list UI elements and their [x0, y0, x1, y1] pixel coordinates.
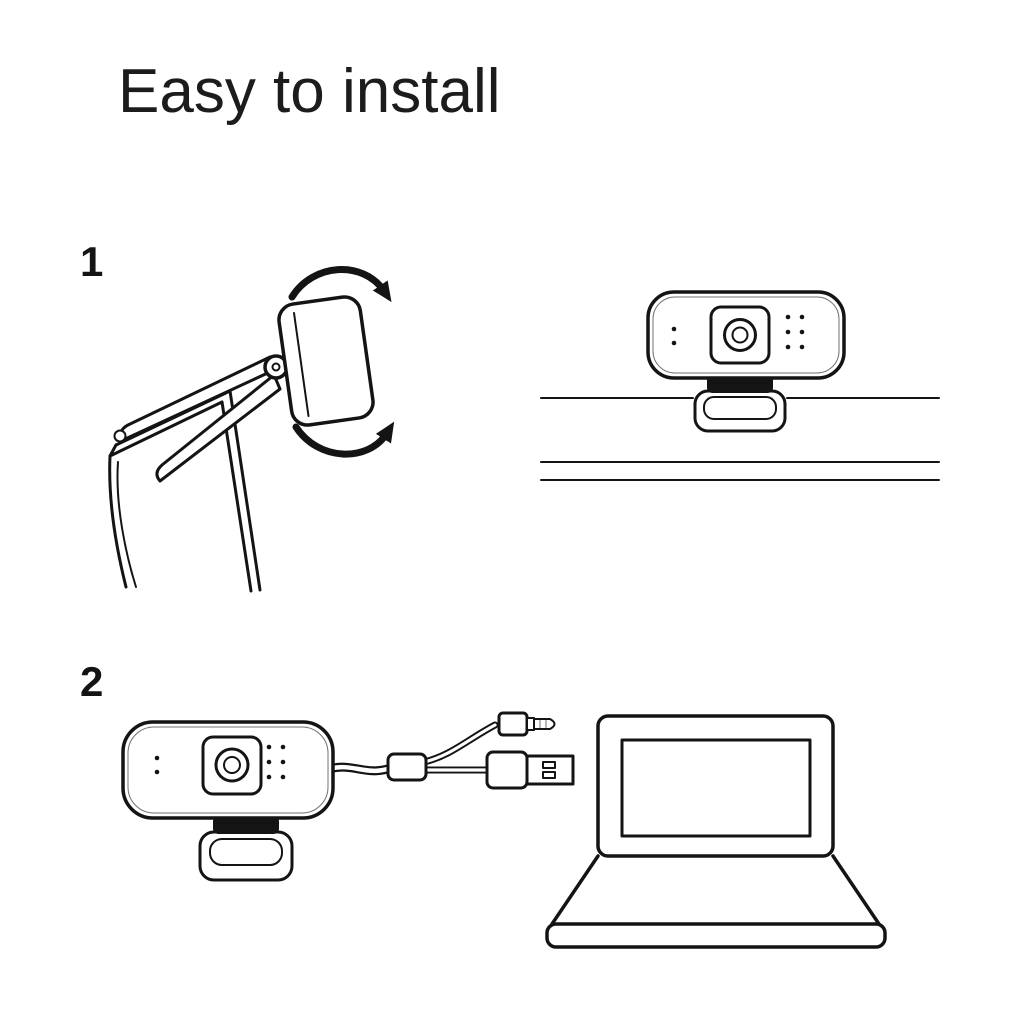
audio-branch-cable — [420, 721, 499, 766]
webcam-body-front — [646, 290, 846, 380]
webcam-front-with-clip — [121, 720, 335, 882]
mic-dots-left — [154, 755, 160, 775]
tilt-hinge — [263, 354, 289, 380]
monitor-edge-lines — [540, 397, 940, 481]
webcam-front-on-monitor-icon — [540, 290, 940, 481]
usb-plug-icon — [485, 750, 575, 790]
illustration-connect-to-laptop — [95, 698, 915, 973]
page-title: Easy to install — [118, 57, 501, 126]
mic-dots-left — [671, 326, 677, 346]
main-cable — [328, 762, 396, 776]
laptop-icon — [545, 714, 887, 949]
laptop-base — [545, 922, 887, 949]
connection-diagram-icon — [121, 711, 887, 949]
cable-splitter — [386, 752, 428, 782]
webcam-clip-arms — [113, 355, 282, 483]
camera-lens-icon — [709, 305, 771, 365]
webcam-clip-mount — [693, 375, 787, 433]
rotation-arrow-down-icon — [292, 421, 395, 458]
illustration-webcam-tilt — [70, 255, 430, 595]
webcam-side-tilt-icon — [108, 266, 395, 593]
mic-dots-right — [785, 314, 805, 350]
step-1-number: 1 — [80, 238, 104, 285]
audio-jack-plug-icon — [497, 711, 556, 737]
step-2-number: 2 — [80, 658, 104, 705]
illustration-webcam-on-monitor — [535, 278, 945, 493]
rotation-arrow-up-icon — [288, 266, 392, 303]
hinge-block — [213, 816, 279, 834]
mic-dots-right — [266, 744, 286, 780]
camera-lens-icon — [201, 735, 263, 796]
webcam-body-side — [277, 295, 375, 427]
laptop-display — [620, 738, 812, 838]
